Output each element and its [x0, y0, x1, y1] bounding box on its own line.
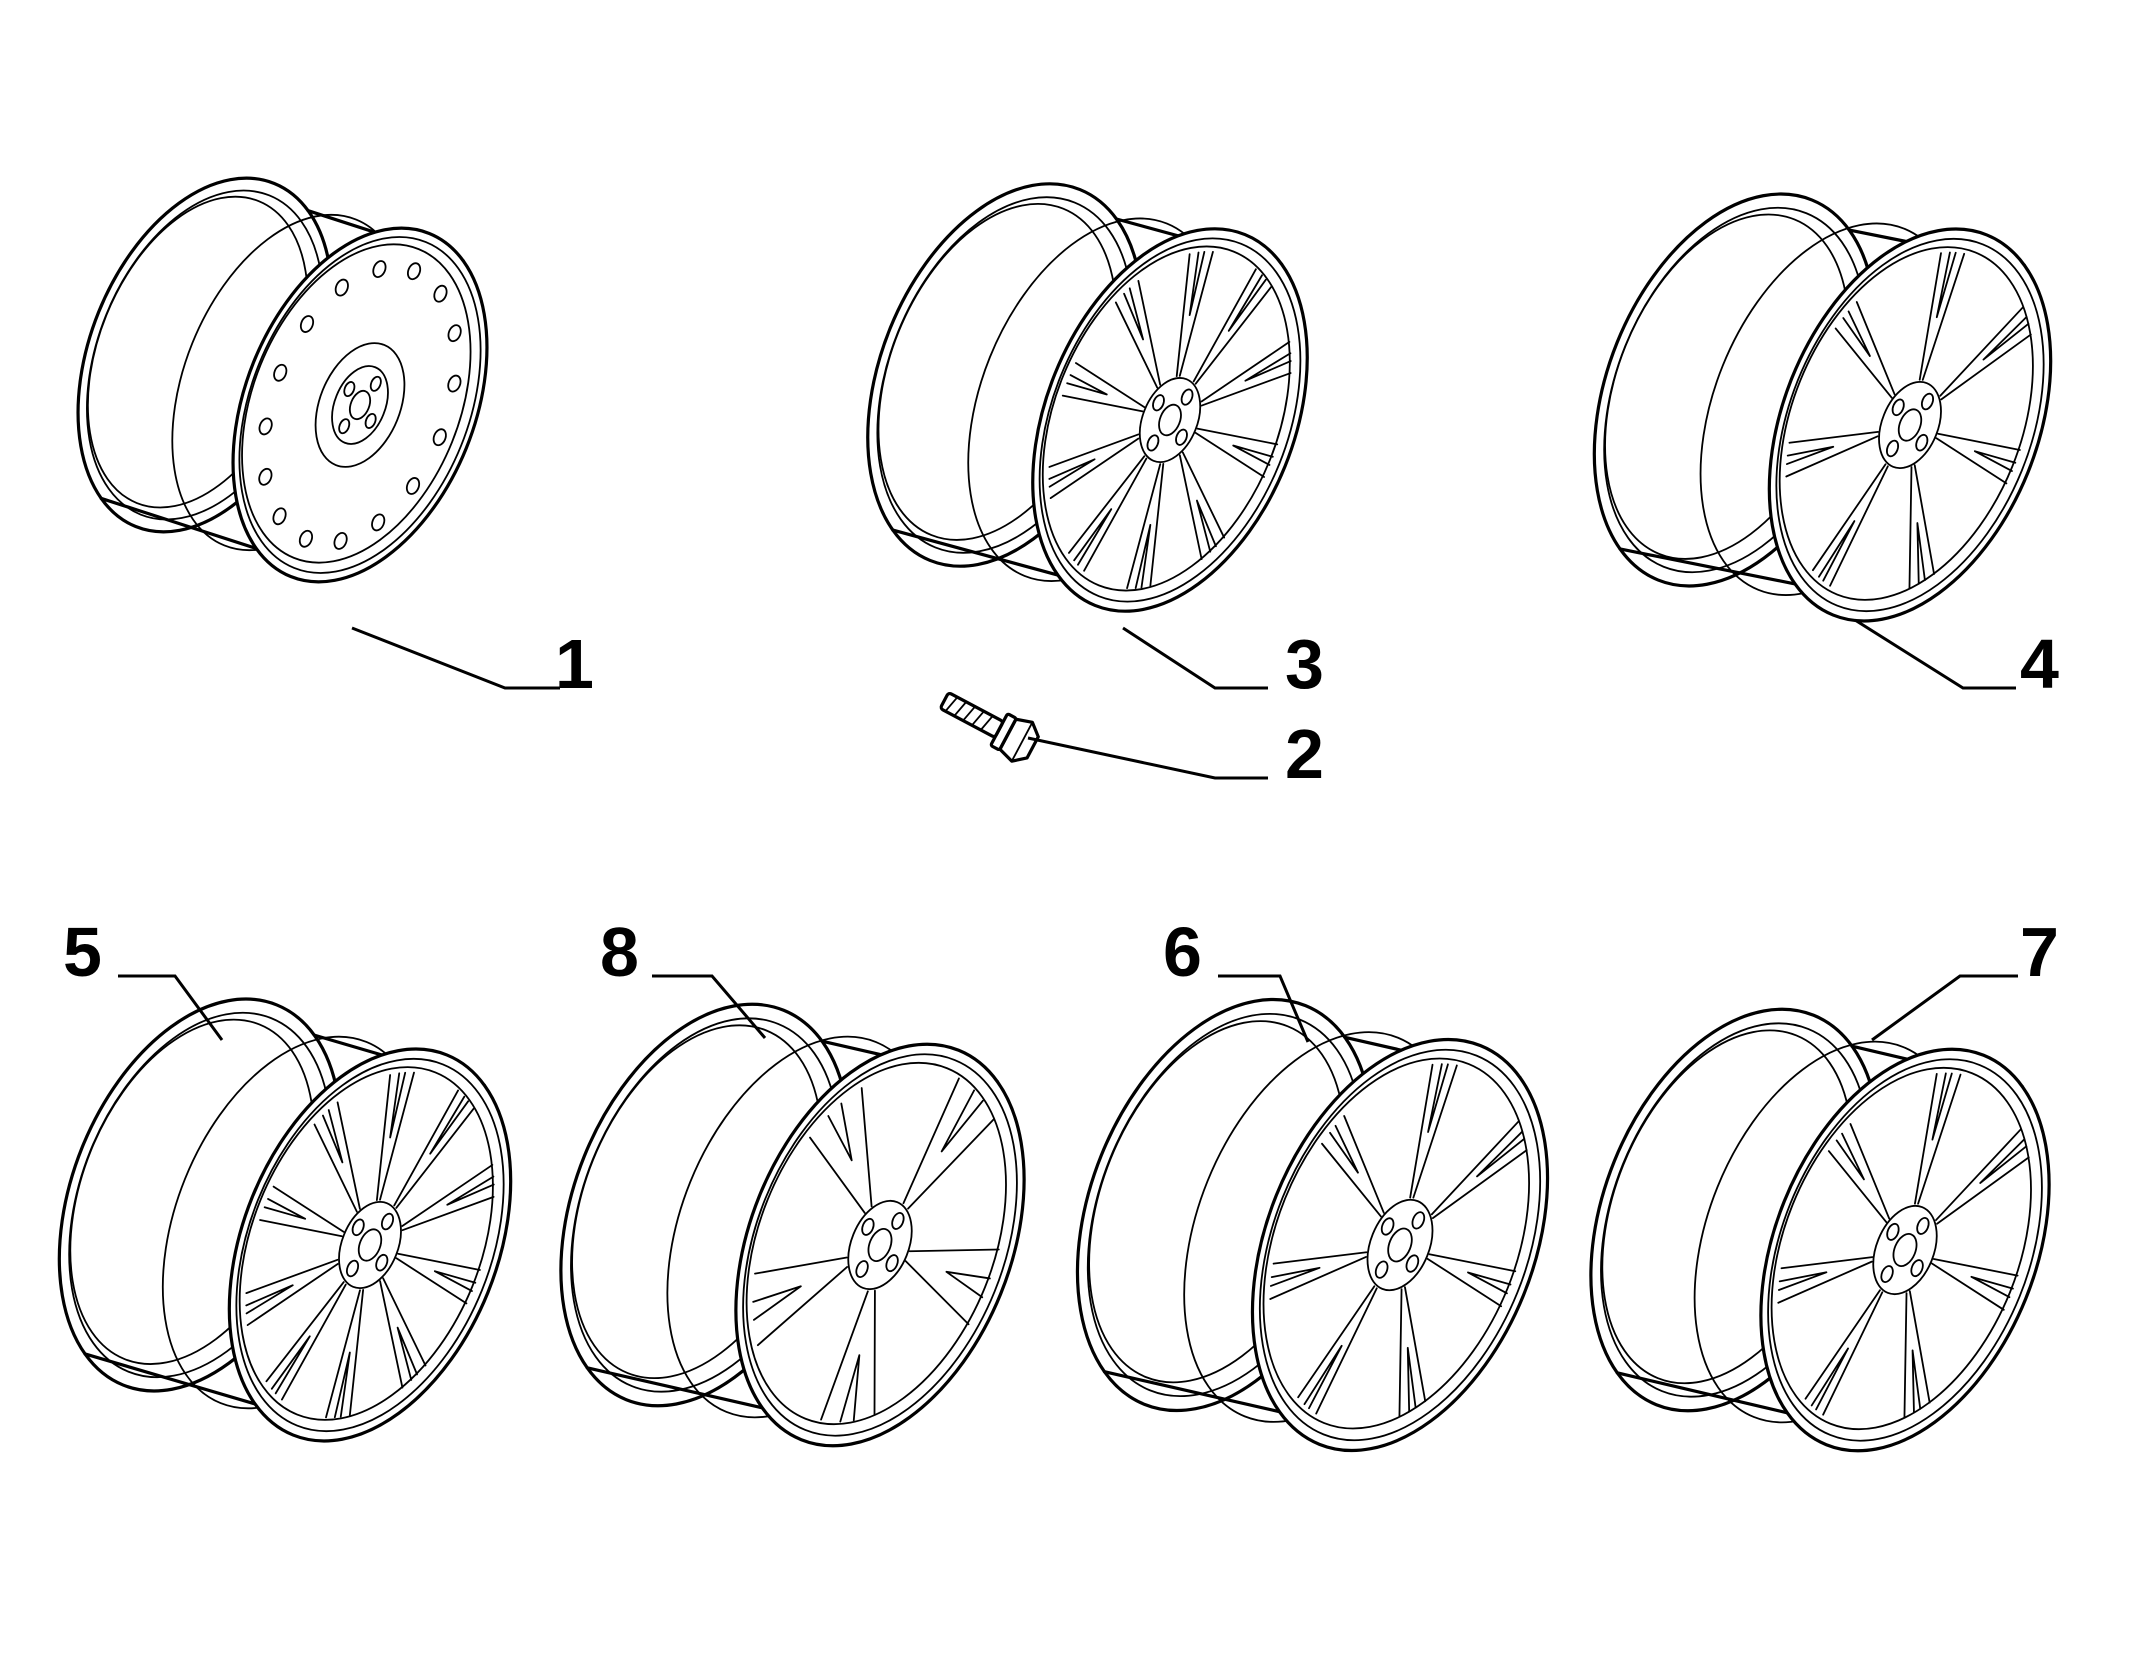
wheel-part-1	[76, 176, 489, 584]
leader-line-5	[118, 974, 224, 1041]
wheel-part-4	[1592, 192, 2053, 623]
callout-8: 8	[600, 913, 639, 991]
wheel-part-8	[559, 1002, 1026, 1448]
leader-line-3	[1122, 626, 1268, 690]
callout-1: 1	[555, 625, 594, 703]
wheels-layer	[57, 176, 2053, 1453]
leader-line-7	[1871, 974, 2018, 1042]
callout-3: 3	[1285, 625, 1324, 703]
leader-line-2	[1027, 736, 1268, 780]
callout-5: 5	[63, 913, 102, 991]
leader-line-6	[1218, 974, 1310, 1043]
callout-2: 2	[1285, 715, 1324, 793]
wheel-part-3	[866, 182, 1309, 613]
callout-4: 4	[2020, 625, 2059, 703]
callout-labels: 1 3 4 2 5 8 6 7	[63, 625, 2059, 991]
leader-line-4	[1854, 618, 2016, 690]
leader-lines	[118, 618, 2018, 1043]
callout-7: 7	[2020, 913, 2059, 991]
wheel-part-5	[57, 997, 513, 1443]
wheel-part-7	[1589, 1007, 2051, 1453]
callout-6: 6	[1163, 913, 1202, 991]
leader-line-1	[351, 626, 560, 690]
leader-line-8	[652, 974, 767, 1039]
wheel-bolt-part-2	[939, 691, 1040, 763]
wheel-part-6	[1075, 997, 1550, 1453]
